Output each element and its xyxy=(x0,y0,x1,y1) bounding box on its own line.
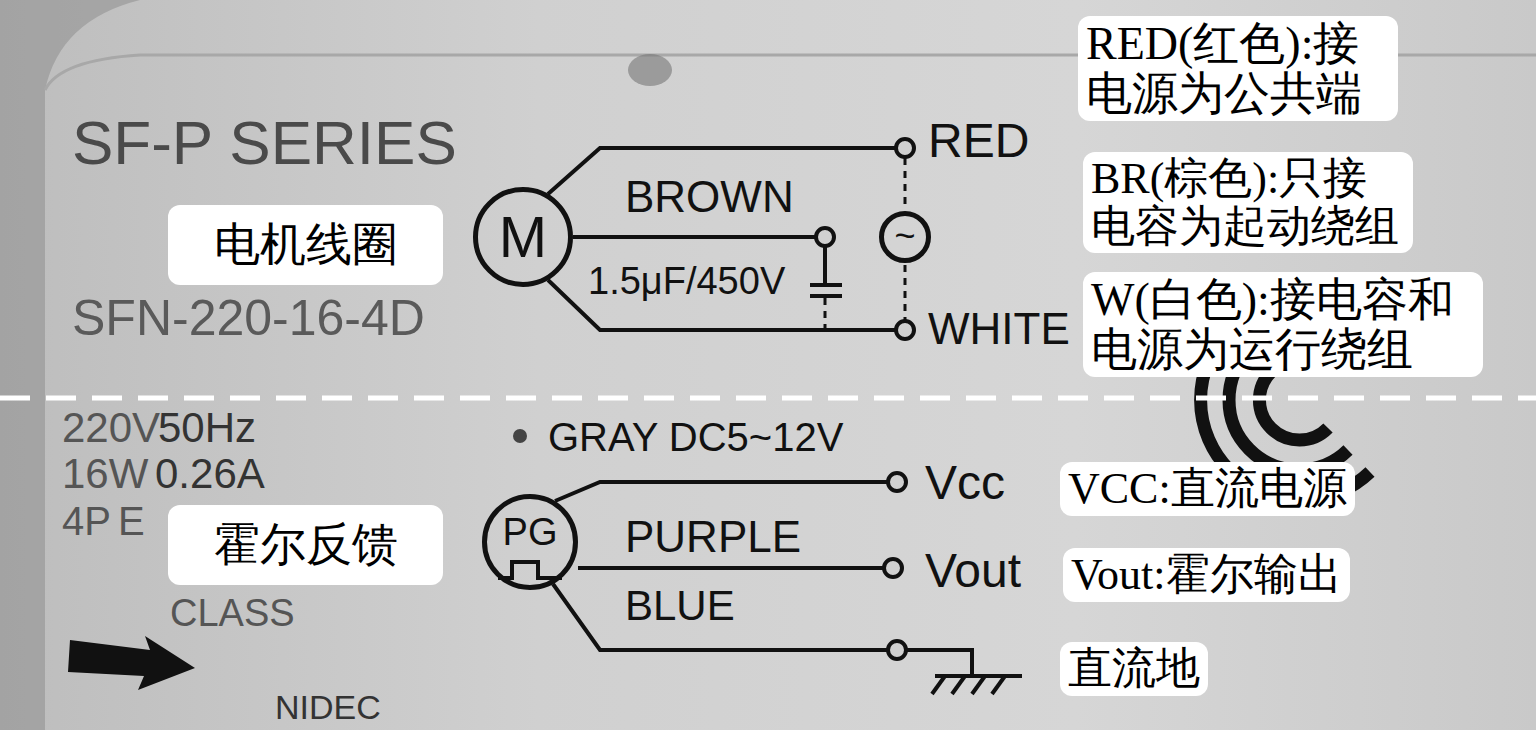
terminal-name: WHITE xyxy=(928,306,1070,352)
stain xyxy=(628,54,672,86)
rating-value: 4P xyxy=(62,500,111,542)
wire-color: PURPLE xyxy=(625,514,801,560)
callout-box: 电机线圈 xyxy=(168,205,443,285)
pg-sensor-symbol: PG xyxy=(482,494,578,590)
capacitor-value: 1.5μF/450V xyxy=(588,262,785,302)
callout-box: Vout:霍尔输出 xyxy=(1063,548,1350,602)
pin-name: Vout xyxy=(925,546,1021,596)
hall-wires xyxy=(498,482,1022,694)
callout-text: VCC:直流电源 xyxy=(1068,465,1347,513)
divider-line xyxy=(0,396,1536,401)
motor-wires xyxy=(548,148,896,330)
dashed-wires xyxy=(825,158,905,328)
callout-text: Vout:霍尔输出 xyxy=(1071,551,1342,599)
callout-text: 霍尔反馈 xyxy=(214,520,398,570)
rating-value: 220V xyxy=(62,406,160,450)
callout-box: VCC:直流电源 xyxy=(1060,462,1355,516)
supply-spec: GRAY DC5~12V xyxy=(548,416,843,458)
rating-value: CLASS xyxy=(170,594,295,634)
model-number: SFN-220-16-4D xyxy=(72,292,425,345)
callout-box: BR(棕色):只接电容为起动绕组 xyxy=(1083,152,1413,253)
symbol-letter: M xyxy=(499,208,547,266)
rating-value: 0.26A xyxy=(155,452,265,496)
wire-color: BLUE xyxy=(625,584,735,628)
direction-arrow xyxy=(68,636,195,690)
rating-value: 50Hz xyxy=(158,406,256,450)
callout-text: 直流地 xyxy=(1068,645,1200,693)
ac-source-symbol: ~ xyxy=(879,211,931,263)
symbol-letter: ~ xyxy=(894,218,915,254)
callout-box: W(白色):接电容和电源为运行绕组 xyxy=(1083,272,1483,377)
maker-name: NIDEC xyxy=(275,690,381,726)
callout-box: 直流地 xyxy=(1060,642,1208,696)
symbol-letter: PG xyxy=(503,513,558,551)
callout-box: RED(红色):接电源为公共端 xyxy=(1078,16,1398,121)
pin-name: Vcc xyxy=(925,458,1005,508)
terminal-name: RED xyxy=(928,116,1029,166)
rating-value: E xyxy=(118,500,145,542)
callout-text: BR(棕色):只接电容为起动绕组 xyxy=(1091,155,1405,250)
callout-box: 霍尔反馈 xyxy=(168,505,443,585)
rating-value: 16W xyxy=(62,452,148,496)
motor-symbol: M xyxy=(473,187,573,287)
callout-text: 电机线圈 xyxy=(214,220,398,270)
series-name: SF-P SERIES xyxy=(72,110,457,175)
callout-text: RED(红色):接电源为公共端 xyxy=(1086,19,1390,118)
callout-text: W(白色):接电容和电源为运行绕组 xyxy=(1091,275,1475,374)
wire-color: BROWN xyxy=(625,174,794,220)
screw-dot xyxy=(513,429,527,443)
